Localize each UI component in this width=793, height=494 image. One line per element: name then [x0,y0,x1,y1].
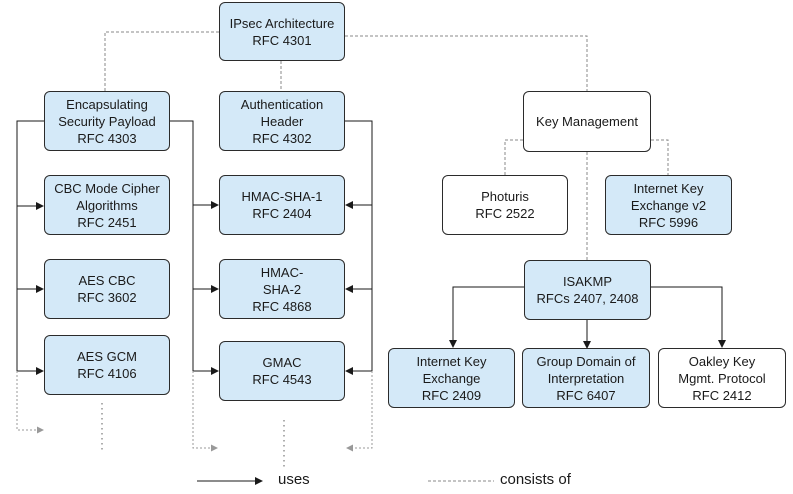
node-text-line: IPsec Architecture [229,15,335,31]
node-isakmp: ISAKMP RFCs 2407, 2408 [524,260,651,320]
node-text-line: HMAC- [260,264,304,280]
uses-line-isakmp-left [449,286,524,348]
node-text-line: Photuris [481,189,529,204]
node-text-line: RFC 2404 [252,206,312,221]
more-arrow-esp-mid [192,371,218,452]
node-aes-gcm: AES GCM RFC 4106 [44,335,170,395]
node-aes-cbc: AES CBC RFC 3602 [44,259,170,319]
node-text-line: RFC 4301 [252,32,312,48]
node-text-line: CBC Mode Cipher [54,180,160,196]
node-text-line: RFC 2409 [421,387,482,403]
node-gmac: GMAC RFC 4543 [219,341,345,401]
node-text-line: Header [260,113,304,129]
node-text-line: Interpretation [547,370,625,386]
node-text-line: Exchange [422,370,481,386]
consists-line-ipsec-esp [104,31,219,91]
node-text-line: RFC 4543 [252,372,312,387]
node-text-line: AES GCM [77,349,137,364]
node-text-line: RFC 5996 [638,214,699,230]
node-key-management: Key Management [523,91,651,152]
node-text-line: AES CBC [78,273,136,288]
node-text-line: Security Payload [58,113,156,129]
node-text-line: RFC 4303 [77,130,137,146]
more-arrow-esp-left [16,371,44,434]
node-text-line: RFC 2412 [692,387,752,403]
node-text-line: SHA-2 [262,281,302,297]
node-text-line: Mgmt. Protocol [678,370,766,386]
node-text-line: RFC 4302 [252,130,312,146]
node-text-line: GMAC [262,355,302,370]
node-text-line: Algorithms [76,197,138,213]
node-text-line: RFC 4868 [252,298,312,314]
node-text-line: ISAKMP [562,274,613,289]
node-text-line: RFC 3602 [77,290,137,305]
node-text-line: Group Domain of [536,353,636,369]
node-text-line: RFC 2451 [77,214,137,230]
node-text-line: Internet Key [416,353,487,369]
more-arrow-ah-right [346,371,373,452]
uses-line-esp-spine [16,120,44,371]
node-text-line: Exchange v2 [630,197,707,213]
node-text-line: Oakley Key [688,353,756,369]
uses-line-ah-spine [345,120,373,371]
consists-line-km-ikev2 [651,139,669,175]
node-text-line: RFC 4106 [77,366,137,381]
uses-line-esp-to-right [170,120,194,371]
legend-consists-of-label: consists of [500,471,571,488]
consists-line-ipsec-km [345,35,588,91]
node-text-line: RFC 2522 [475,206,535,221]
node-text-line: Authentication [240,96,324,112]
node-text-line: Key Management [536,114,638,129]
node-text-line: RFC 6407 [556,387,616,403]
uses-line-isakmp-right [651,286,726,348]
node-text-line: HMAC-SHA-1 [241,189,323,204]
node-text-line: Encapsulating [66,96,148,112]
node-text-line: Internet Key [633,180,704,196]
consists-line-km-photuris [504,139,523,175]
node-text-line: RFCs 2407, 2408 [536,291,639,306]
legend-uses-label: uses [278,471,310,488]
